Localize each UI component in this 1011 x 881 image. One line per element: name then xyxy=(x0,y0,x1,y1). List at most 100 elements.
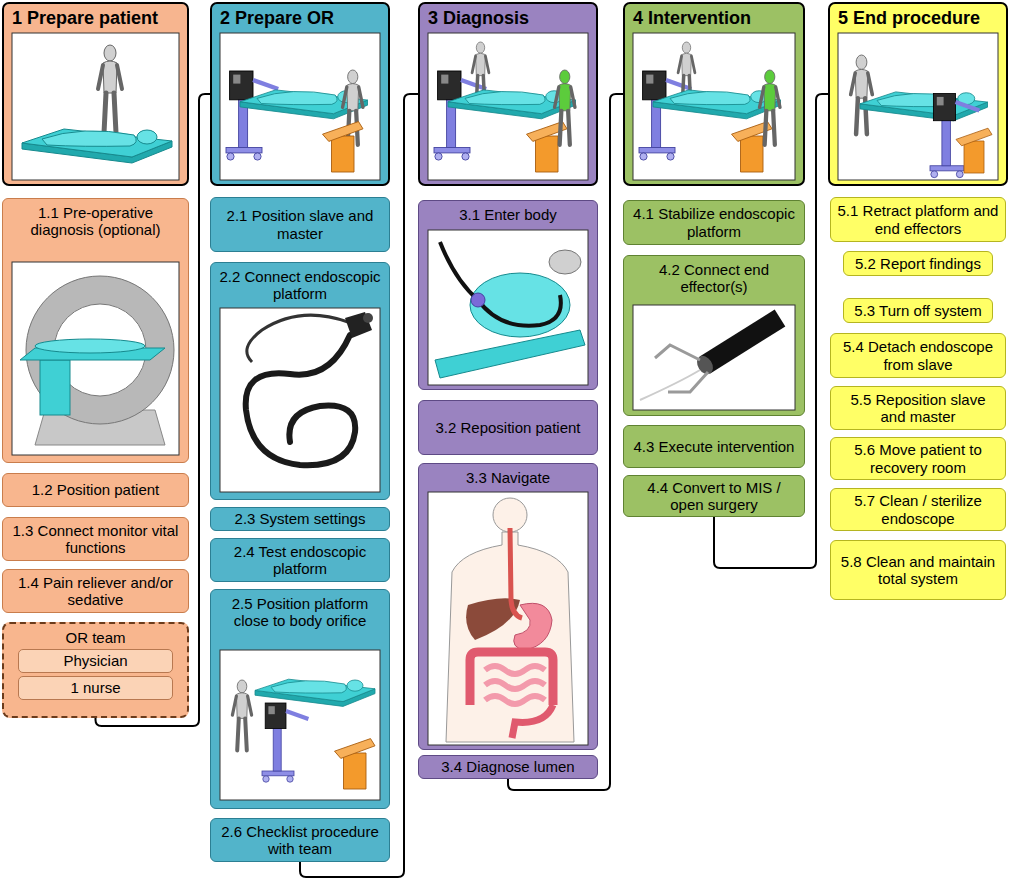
phase-title: 1 Prepare patient xyxy=(12,8,179,29)
phase-title: 2 Prepare OR xyxy=(220,8,380,29)
header-illustration-3 xyxy=(428,33,588,180)
operator-mannequin xyxy=(760,70,780,145)
step-box: 2.4 Test endoscopic platform xyxy=(210,538,390,582)
digestive-tract-illustration xyxy=(428,492,588,745)
step-label: 2.1 Position slave and master xyxy=(216,207,384,242)
step-box: 2.1 Position slave and master xyxy=(210,197,390,252)
master-console xyxy=(335,739,376,789)
step-box: 1.4 Pain reliever and/or sedative xyxy=(2,569,189,613)
step-box: 4.1 Stabilize endoscopic platform xyxy=(623,200,805,245)
step-box: 4.3 Execute intervention xyxy=(623,425,805,468)
slave-robot xyxy=(639,71,691,160)
step-box: 5.8 Clean and maintain total system xyxy=(830,540,1006,600)
phase-header-box: 5 End procedure xyxy=(828,2,1008,186)
step-label: 2.5 Position platform close to body orif… xyxy=(216,595,384,630)
mannequin xyxy=(851,55,873,134)
step-label: 1.4 Pain reliever and/or sedative xyxy=(8,574,183,609)
step-box: 1.2 Position patient xyxy=(2,473,189,507)
step-label: Physician xyxy=(24,652,167,669)
slave-robot xyxy=(930,94,979,178)
phase-header-box: 3 Diagnosis xyxy=(418,2,598,186)
step-label: 4.2 Connect end effector(s) xyxy=(629,261,799,296)
end-effector-illustration xyxy=(633,305,795,410)
step-label: 5.7 Clean / sterilize endoscope xyxy=(836,492,1000,527)
step-label: 3.1 Enter body xyxy=(424,206,592,223)
step-box: 3.4 Diagnose lumen xyxy=(418,755,598,779)
enter-body-illustration xyxy=(428,230,588,385)
step-box: 2.5 Position platform close to body orif… xyxy=(210,589,390,809)
phase-title: 5 End procedure xyxy=(838,8,998,29)
step-box: 5.3 Turn off system xyxy=(843,298,993,323)
step-label: 1.2 Position patient xyxy=(8,481,183,498)
step-label: 5.4 Detach endoscope from slave xyxy=(836,338,1000,373)
step-label: 1.1 Pre-operative diagnosis (optional) xyxy=(8,204,183,239)
step-box: 3.1 Enter body xyxy=(418,200,598,390)
step-box: 2.2 Connect endoscopic platform xyxy=(210,262,390,500)
master-console xyxy=(732,122,773,172)
step-box: 5.5 Reposition slave and master xyxy=(830,386,1006,430)
phase-header-box: 4 Intervention xyxy=(623,2,805,186)
header-illustration-4 xyxy=(633,33,795,180)
patient-table xyxy=(255,679,375,706)
step-label: OR team xyxy=(9,629,182,646)
step-box: 1.3 Connect monitor vital functions xyxy=(2,517,189,561)
master-console xyxy=(956,128,992,173)
step-box: 1.1 Pre-operative diagnosis (optional) xyxy=(2,198,189,463)
step-label: 3.3 Navigate xyxy=(424,469,592,486)
step-box: 3.2 Reposition patient xyxy=(418,400,598,455)
step-label: 5.8 Clean and maintain total system xyxy=(836,553,1000,588)
step-label: 2.2 Connect endoscopic platform xyxy=(216,268,384,303)
step-label: 3.2 Reposition patient xyxy=(424,419,592,436)
step-label: 4.4 Convert to MIS / open surgery xyxy=(629,479,799,514)
mannequin xyxy=(472,42,489,104)
mannequin xyxy=(98,45,122,133)
mannequin xyxy=(678,42,695,104)
step-label: 2.6 Checklist procedure with team xyxy=(216,823,384,858)
slave-robot xyxy=(226,71,278,160)
header-illustration-1 xyxy=(12,33,179,180)
step-box: 2.6 Checklist procedure with team xyxy=(210,818,390,862)
header-illustration-5 xyxy=(838,33,998,180)
operator-mannequin xyxy=(555,70,575,145)
patient-table xyxy=(860,92,988,121)
step-box: 5.1 Retract platform and end effectors xyxy=(830,197,1006,242)
step-box: 2.3 System settings xyxy=(210,507,390,531)
step-label: 5.1 Retract platform and end effectors xyxy=(836,202,1000,237)
step-label: 4.1 Stabilize endoscopic platform xyxy=(629,205,799,240)
phase-title: 4 Intervention xyxy=(633,8,795,29)
team-box: OR teamPhysician 1 nurse xyxy=(2,622,189,718)
phase-header-box: 1 Prepare patient xyxy=(2,2,189,186)
step-label: 3.4 Diagnose lumen xyxy=(424,758,592,775)
step-box: 5.2 Report findings xyxy=(843,251,993,276)
mri-scanner-illustration xyxy=(12,262,179,455)
scene-illustration xyxy=(220,650,380,800)
step-box: 4.2 Connect end effector(s) xyxy=(623,255,805,416)
header-illustration-2 xyxy=(220,33,380,180)
step-label: 5.2 Report findings xyxy=(849,255,987,272)
slave-robot xyxy=(434,71,486,160)
step-label: 5.3 Turn off system xyxy=(849,302,987,319)
step-box: 5.4 Detach endoscope from slave xyxy=(830,333,1006,378)
step-label: 5.6 Move patient to recovery room xyxy=(836,441,1000,476)
step-label: 2.3 System settings xyxy=(216,510,384,527)
patient-table xyxy=(240,90,368,119)
master-console xyxy=(527,122,568,172)
step-box: 5.6 Move patient to recovery room xyxy=(830,437,1006,480)
step-box: 4.4 Convert to MIS / open surgery xyxy=(623,475,805,517)
patient-table xyxy=(448,90,576,119)
patient-table xyxy=(22,129,172,163)
phase-title: 3 Diagnosis xyxy=(428,8,588,29)
step-box: 3.3 Navigate xyxy=(418,463,598,750)
step-label: 4.3 Execute intervention xyxy=(629,438,799,455)
step-label: 2.4 Test endoscopic platform xyxy=(216,543,384,578)
team-member-box: 1 nurse xyxy=(18,676,173,700)
mannequin xyxy=(232,680,251,750)
endoscope-illustration xyxy=(220,308,380,492)
slave-robot xyxy=(262,703,308,782)
step-label: 1 nurse xyxy=(24,679,167,696)
team-member-box: Physician xyxy=(18,649,173,673)
step-box: 5.7 Clean / sterilize endoscope xyxy=(830,488,1006,531)
master-console xyxy=(323,122,364,172)
